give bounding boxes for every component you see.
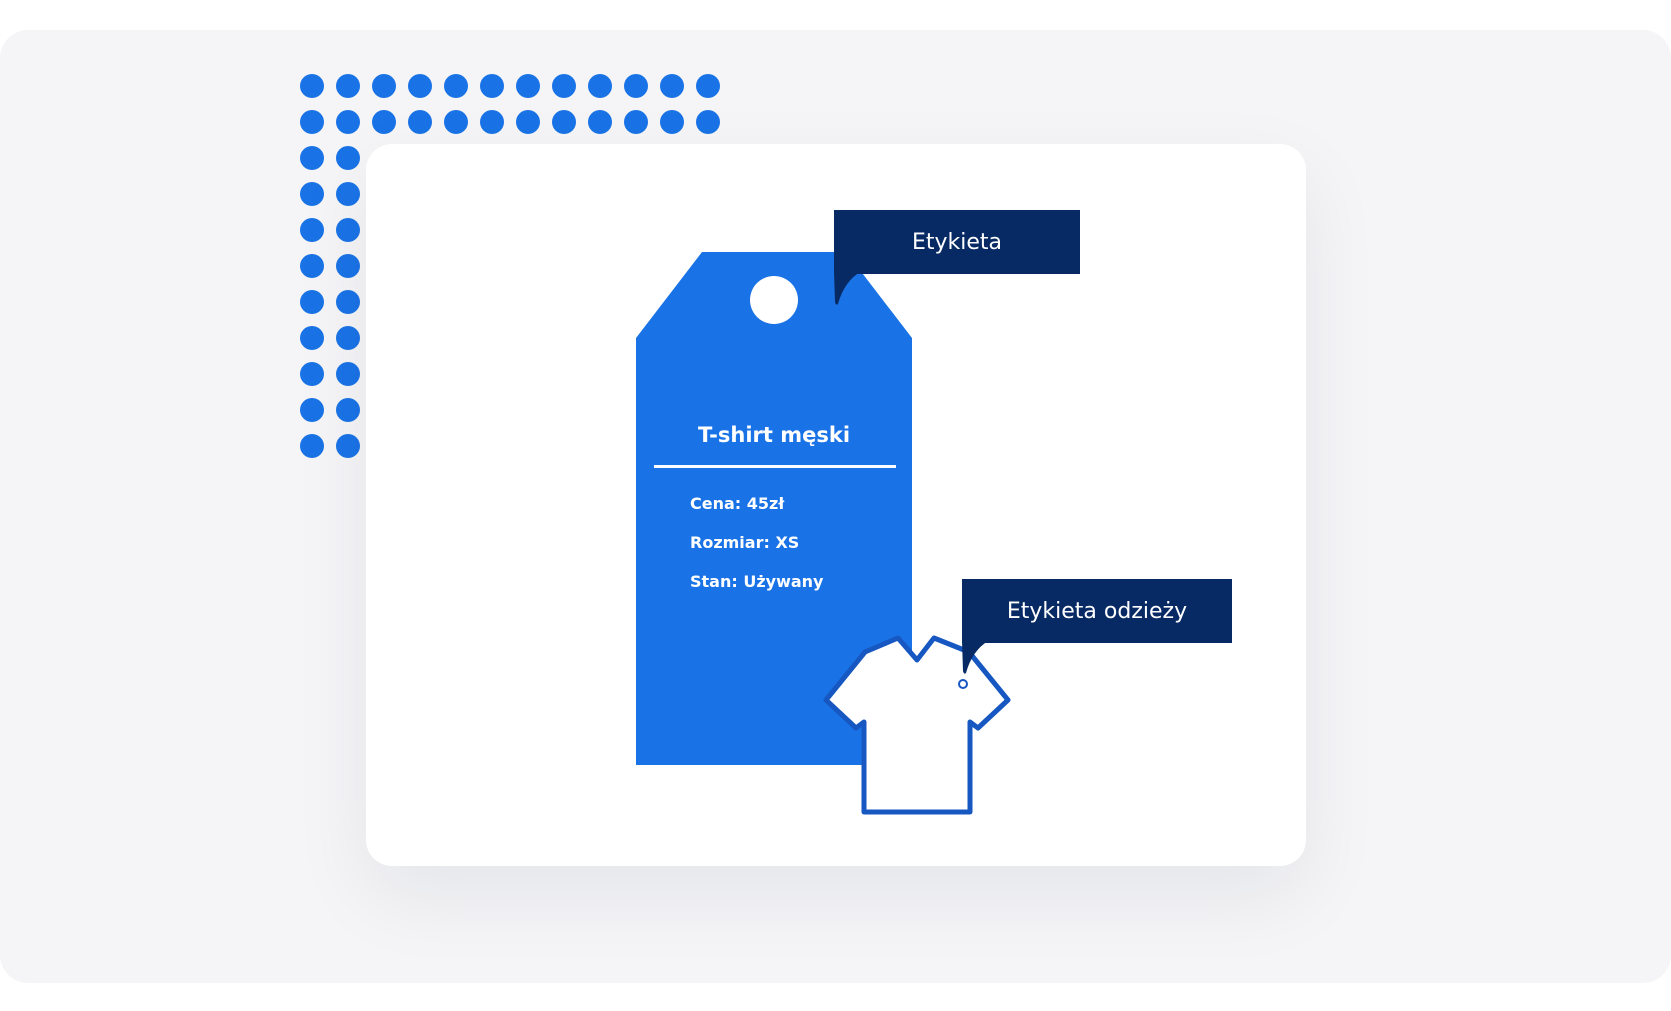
- decorative-dot: [336, 398, 360, 422]
- decorative-dot: [480, 74, 504, 98]
- decorative-dot: [336, 182, 360, 206]
- decorative-dot: [336, 362, 360, 386]
- decorative-dot: [336, 110, 360, 134]
- decorative-dot: [336, 74, 360, 98]
- decorative-dot: [336, 434, 360, 458]
- decorative-dot: [300, 326, 324, 350]
- decorative-dot: [624, 110, 648, 134]
- decorative-dot: [516, 110, 540, 134]
- decorative-dot: [408, 110, 432, 134]
- decorative-dot: [696, 74, 720, 98]
- decorative-dot: [336, 254, 360, 278]
- decorative-dot: [372, 74, 396, 98]
- decorative-dot: [552, 74, 576, 98]
- callout-pointer: [834, 272, 860, 305]
- decorative-dot: [300, 398, 324, 422]
- decorative-dot: [336, 326, 360, 350]
- tag-hole: [750, 276, 798, 324]
- callout-clothing-label: Etykieta odzieży: [962, 579, 1232, 674]
- decorative-dot: [300, 110, 324, 134]
- t-shirt-label-dot: [958, 679, 968, 689]
- decorative-dot: [372, 110, 396, 134]
- decorative-dot: [516, 74, 540, 98]
- decorative-dot: [300, 254, 324, 278]
- tag-body: [636, 252, 912, 765]
- decorative-dot: [444, 110, 468, 134]
- tag-price: Cena: 45zł: [690, 494, 785, 513]
- decorative-dot: [408, 74, 432, 98]
- decorative-dot: [552, 110, 576, 134]
- callout-clothing-label-text: Etykieta odzieży: [1006, 598, 1188, 624]
- decorative-dot: [588, 110, 612, 134]
- t-shirt-icon: [823, 635, 1011, 815]
- decorative-dot: [444, 74, 468, 98]
- decorative-dot: [300, 182, 324, 206]
- tag-divider: [654, 465, 896, 468]
- decorative-dot: [300, 146, 324, 170]
- decorative-dot: [480, 110, 504, 134]
- decorative-dot: [300, 290, 324, 314]
- decorative-dot: [588, 74, 612, 98]
- callout-label: Etykieta: [834, 210, 1080, 305]
- decorative-dot: [300, 74, 324, 98]
- decorative-dot: [336, 146, 360, 170]
- decorative-dot: [336, 218, 360, 242]
- decorative-dot: [696, 110, 720, 134]
- tag-size: Rozmiar: XS: [690, 533, 800, 552]
- tag-product-title: T-shirt męski: [697, 423, 851, 447]
- decorative-dot: [624, 74, 648, 98]
- decorative-dot: [300, 434, 324, 458]
- price-tag-icon: [636, 252, 912, 765]
- decorative-dot: [660, 110, 684, 134]
- decorative-dot: [660, 74, 684, 98]
- callout-label-text: Etykieta: [911, 229, 1003, 255]
- decorative-dot: [300, 362, 324, 386]
- tag-condition: Stan: Używany: [690, 572, 824, 591]
- decorative-dot: [336, 290, 360, 314]
- callout-pointer: [962, 641, 988, 674]
- decorative-dot: [300, 218, 324, 242]
